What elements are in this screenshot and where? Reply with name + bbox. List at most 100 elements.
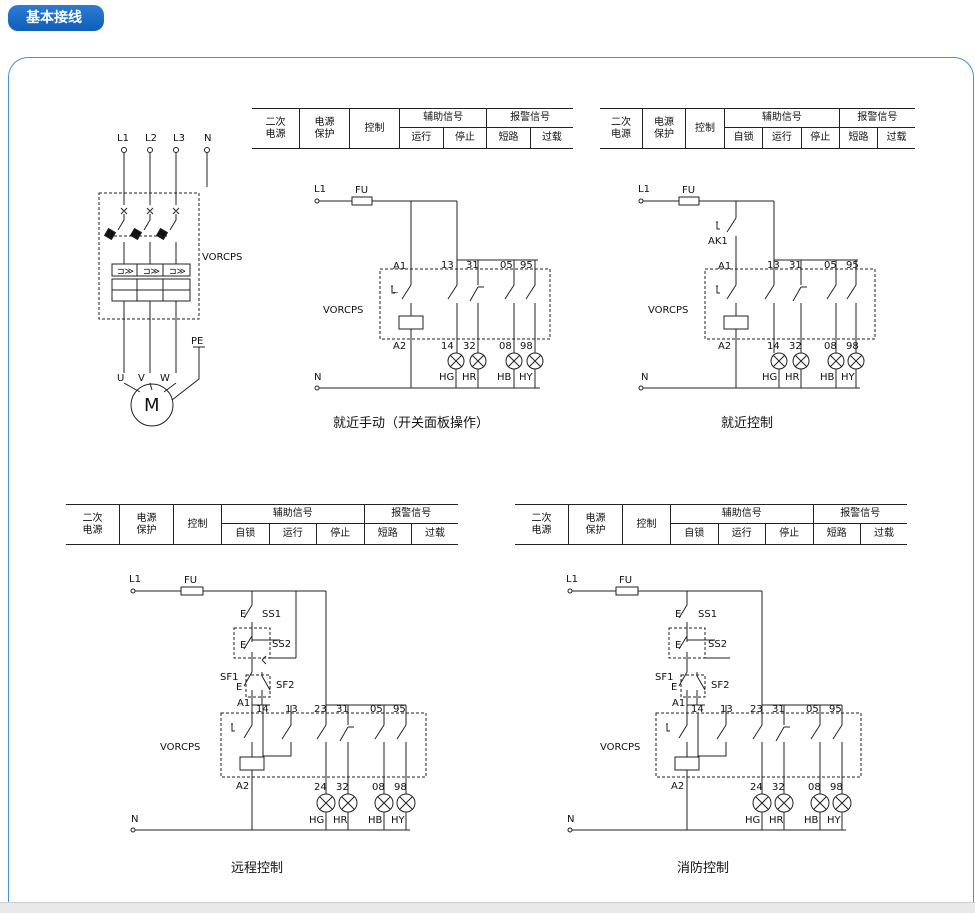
svg-text:98: 98 <box>520 341 533 352</box>
w-label: W <box>160 373 170 384</box>
svg-text:HB: HB <box>497 372 512 383</box>
lamp-hy <box>526 352 544 370</box>
signal-table-4: 二次 电源 电源 保护 控制 辅助信号 报警信号 自锁运行 停止短路过载 <box>515 504 907 545</box>
svg-text:E: E <box>675 609 681 620</box>
l2-label: L2 <box>145 133 157 144</box>
svg-text:⊐≫: ⊐≫ <box>169 267 186 277</box>
lamp-hb <box>505 352 523 370</box>
svg-text:SF2: SF2 <box>711 680 729 691</box>
svg-text:23: 23 <box>314 704 327 715</box>
device-label: VORCPS <box>202 252 242 263</box>
svg-text:SF2: SF2 <box>276 680 294 691</box>
svg-text:VORCPS: VORCPS <box>600 742 640 753</box>
lamp-hg <box>447 352 465 370</box>
svg-text:95: 95 <box>829 704 842 715</box>
svg-text:E: E <box>240 640 246 651</box>
u-label: U <box>117 373 124 384</box>
svg-text:32: 32 <box>789 341 802 352</box>
svg-text:32: 32 <box>463 341 476 352</box>
svg-text:E: E <box>236 682 242 693</box>
svg-text:A1: A1 <box>718 261 731 272</box>
svg-text:05: 05 <box>500 260 513 271</box>
lamp-hg <box>770 352 788 370</box>
lamp-hb <box>810 793 830 813</box>
svg-text:08: 08 <box>499 341 512 352</box>
svg-text:HY: HY <box>519 372 534 383</box>
svg-text:13: 13 <box>767 260 780 271</box>
lamp-hr <box>469 352 487 370</box>
svg-text:HB: HB <box>820 372 835 383</box>
l1-label: L1 <box>117 133 129 144</box>
svg-text:L1: L1 <box>129 574 141 585</box>
svg-text:VORCPS: VORCPS <box>160 742 200 753</box>
svg-text:N: N <box>567 814 574 825</box>
svg-text:VORCPS: VORCPS <box>323 305 363 316</box>
svg-text:HY: HY <box>827 815 842 826</box>
svg-text:⊐≫: ⊐≫ <box>143 267 160 277</box>
svg-text:08: 08 <box>824 341 837 352</box>
svg-text:31: 31 <box>336 704 349 715</box>
svg-text:98: 98 <box>846 341 859 352</box>
svg-text:HR: HR <box>785 372 800 383</box>
svg-text:HY: HY <box>391 815 406 826</box>
caption-local: 就近控制 <box>721 416 774 431</box>
lamp-hr <box>792 352 810 370</box>
svg-text:SS2: SS2 <box>272 639 291 650</box>
svg-text:SF1: SF1 <box>220 672 238 683</box>
svg-text:95: 95 <box>846 260 859 271</box>
section-title: 基本接线 <box>8 5 104 31</box>
motor-label: M <box>144 395 160 416</box>
svg-text:HB: HB <box>804 815 819 826</box>
svg-text:E: E <box>240 609 246 620</box>
svg-text:FU: FU <box>355 185 368 196</box>
svg-text:31: 31 <box>789 260 802 271</box>
lamp-hr <box>774 793 794 813</box>
svg-text:23: 23 <box>750 704 763 715</box>
svg-text:FU: FU <box>619 575 632 586</box>
svg-text:24: 24 <box>750 782 763 793</box>
lamp-hb <box>827 352 845 370</box>
svg-text:HG: HG <box>309 815 324 826</box>
svg-text:HG: HG <box>439 372 454 383</box>
svg-text:13: 13 <box>441 260 454 271</box>
diagram-local: L1 FU AK1 VORCPS A1 A2 13 31 05 95 14 32… <box>638 184 876 391</box>
svg-text:24: 24 <box>314 782 327 793</box>
svg-text:N: N <box>131 814 138 825</box>
svg-text:N: N <box>314 372 321 383</box>
svg-text:SS2: SS2 <box>708 639 727 650</box>
lamp-hy <box>847 352 865 370</box>
diagram-remote: L1 FU E SS1 E SS2 SF1 E SF2 VORCPS A1 14… <box>129 574 427 833</box>
svg-text:05: 05 <box>370 704 383 715</box>
svg-text:32: 32 <box>772 782 785 793</box>
caption-remote: 远程控制 <box>231 861 284 876</box>
svg-text:31: 31 <box>772 704 785 715</box>
lamp-hr <box>338 793 358 813</box>
svg-text:A1: A1 <box>672 698 685 709</box>
pe-label: PE <box>191 336 203 347</box>
lamp-hg <box>752 793 772 813</box>
signal-table-3: 二次 电源 电源 保护 控制 辅助信号 报警信号 自锁运行 停止短路过载 <box>66 504 458 545</box>
svg-text:SS1: SS1 <box>262 609 281 620</box>
svg-text:A1: A1 <box>393 261 406 272</box>
lamp-hy <box>832 793 852 813</box>
svg-text:FU: FU <box>184 575 197 586</box>
content-panel <box>8 57 974 912</box>
svg-text:L1: L1 <box>314 184 326 195</box>
svg-text:32: 32 <box>336 782 349 793</box>
svg-text:SF1: SF1 <box>655 672 673 683</box>
svg-text:L1: L1 <box>566 574 578 585</box>
signal-table-1: 二次 电源 电源 保护 控制 辅助信号 报警信号 运行停止 短路过载 <box>252 108 573 149</box>
svg-text:E: E <box>671 682 677 693</box>
svg-text:A2: A2 <box>393 341 406 352</box>
signal-table-2: 二次 电源 电源 保护 控制 辅助信号 报警信号 自锁运行 停止短路过载 <box>600 108 915 149</box>
svg-text:E: E <box>675 640 681 651</box>
svg-text:14: 14 <box>767 341 780 352</box>
svg-text:VORCPS: VORCPS <box>648 305 688 316</box>
caption-fire: 消防控制 <box>677 861 730 876</box>
lamp-hg <box>316 793 336 813</box>
svg-text:14: 14 <box>256 704 269 715</box>
svg-text:08: 08 <box>372 782 385 793</box>
svg-text:95: 95 <box>393 704 406 715</box>
svg-text:98: 98 <box>830 782 843 793</box>
